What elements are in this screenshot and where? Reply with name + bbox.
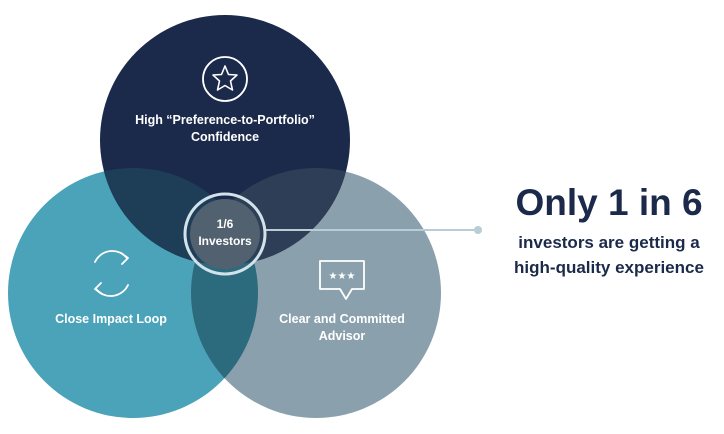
center-badge-fraction: 1/6 — [217, 217, 234, 231]
refresh-cycle-icon — [94, 250, 129, 297]
circle-top-label-line1: High “Preference-to-Portfolio” — [135, 113, 315, 127]
center-badge — [183, 192, 267, 276]
center-badge-label: Investors — [198, 234, 252, 248]
center-badge-fill — [190, 199, 260, 269]
callout-headline: Only 1 in 6 — [515, 182, 702, 223]
circle-right-label-line1: Clear and Committed — [279, 312, 405, 326]
svg-text:★★★: ★★★ — [329, 271, 356, 282]
callout-connector-dot — [474, 226, 482, 234]
circle-left-label: Close Impact Loop — [55, 312, 167, 326]
callout-subtext-line2: high-quality experience — [514, 258, 704, 277]
callout-subtext-line1: investors are getting a — [518, 233, 700, 252]
circle-right-label-line2: Advisor — [319, 329, 366, 343]
rating-speech-bubble-icon: ★★★ — [319, 260, 365, 300]
star-icon — [202, 56, 248, 102]
circle-top-label-line2: Confidence — [191, 130, 259, 144]
